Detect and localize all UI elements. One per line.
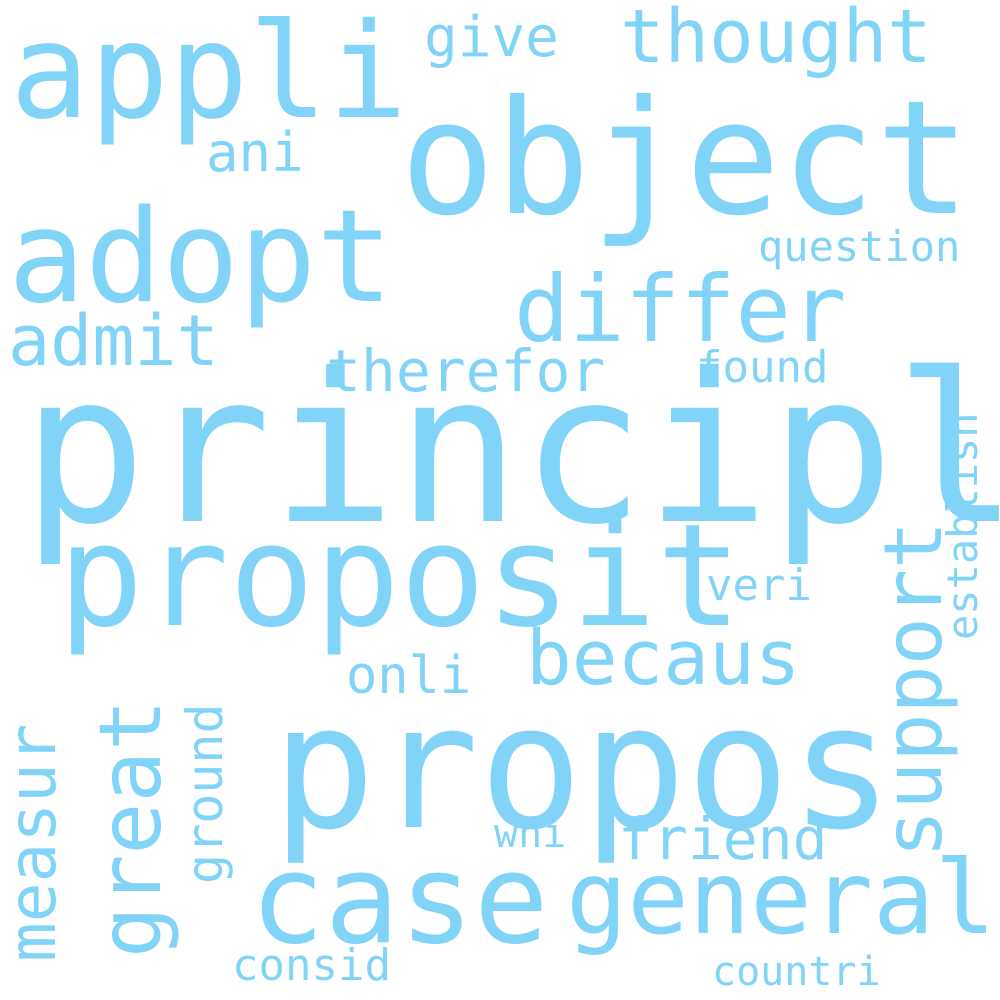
word-case: case — [250, 828, 549, 972]
word-thought: thought — [620, 0, 932, 80]
word-principl: principl — [22, 329, 1000, 570]
word-veri: veri — [706, 560, 812, 611]
word-general: general — [566, 839, 996, 958]
word-ani: ani — [206, 121, 304, 184]
word-whi: whi — [494, 811, 567, 857]
word-measur: measur — [0, 723, 71, 962]
word-adopt: adopt — [8, 183, 394, 332]
word-appli: appli — [10, 0, 408, 149]
word-ground: ground — [176, 703, 234, 884]
word-great: great — [81, 699, 181, 958]
word-consid: consid — [232, 940, 391, 991]
word-admit: admit — [8, 300, 219, 382]
word-object: object — [400, 67, 971, 251]
word-establish: establish — [938, 412, 987, 640]
word-proposit: proposit — [58, 494, 742, 659]
word-friend: friend — [618, 805, 828, 873]
word-give: give — [424, 5, 559, 70]
word-differ: differ — [514, 256, 847, 363]
word-onli: onli — [346, 646, 472, 706]
word-propos: propos — [272, 667, 894, 868]
word-therefor: therefor — [326, 337, 606, 405]
word-question: question — [758, 222, 961, 271]
word-countri: countri — [712, 949, 881, 995]
word-found: found — [696, 342, 829, 393]
word-becaus: becaus — [526, 613, 801, 702]
